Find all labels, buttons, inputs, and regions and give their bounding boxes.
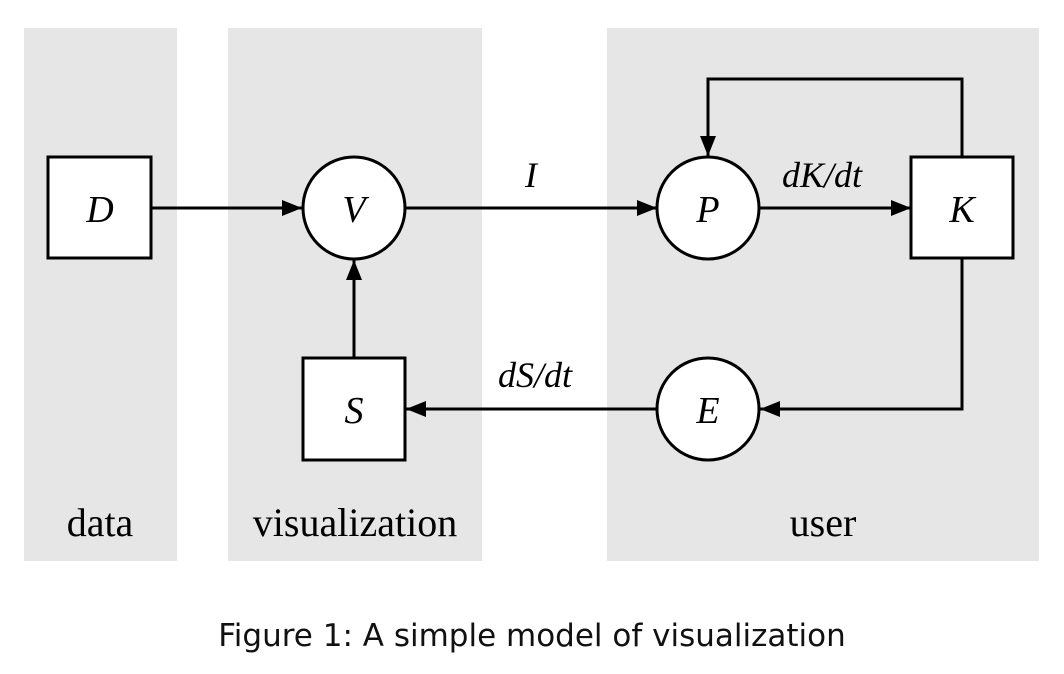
region-label-visualization: visualization: [253, 500, 457, 545]
node-e-circle: [655, 356, 761, 462]
edge-k-to-p-feedback: [700, 77, 964, 157]
node-d-label: D: [85, 189, 113, 231]
node-p-label: P: [695, 189, 719, 231]
visualization-model-diagram: D V S P K E I dK/dt dS/dt data visualiza…: [24, 28, 1039, 561]
node-k-box: [909, 155, 1015, 260]
node-s-box: [301, 356, 407, 462]
edge-label-knowledge-rate: dK/dt: [782, 155, 863, 195]
node-k-label: K: [948, 189, 976, 231]
data-region: [24, 28, 177, 561]
region-label-user: user: [790, 500, 857, 545]
edge-label-image: I: [524, 155, 539, 195]
figure-caption: Figure 1: A simple model of visualizatio…: [218, 618, 846, 654]
node-v-label: V: [342, 189, 369, 231]
region-label-data: data: [67, 500, 134, 545]
node-p-circle: [655, 155, 761, 261]
node-d-box: [46, 155, 153, 260]
edge-label-spec-rate: dS/dt: [498, 355, 573, 395]
node-s-label: S: [345, 390, 364, 432]
user-region: [607, 28, 1039, 561]
node-e-label: E: [695, 390, 719, 432]
edge-k-to-e: [760, 258, 964, 417]
node-v-circle: [301, 155, 407, 261]
